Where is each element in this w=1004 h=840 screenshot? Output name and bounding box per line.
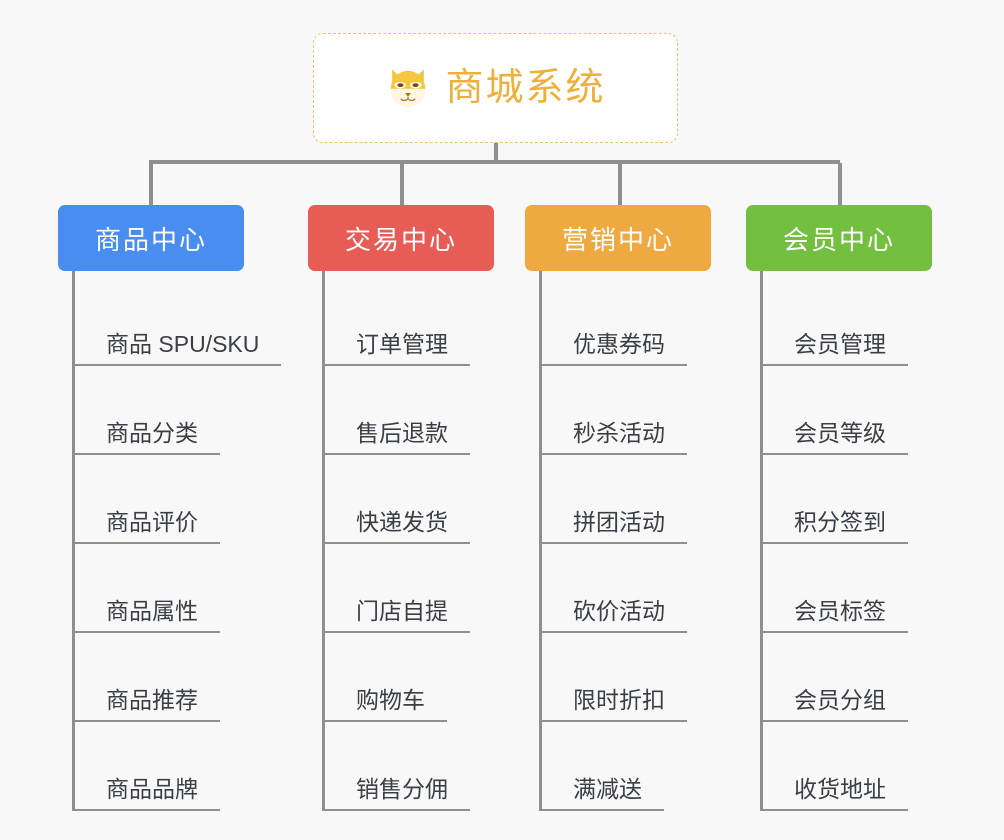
leaf-item-label: 商品品牌	[72, 775, 220, 811]
leaf-item-label: 会员管理	[760, 330, 908, 366]
branch-column-4: 会员中心会员管理会员等级积分签到会员标签会员分组收货地址	[746, 205, 932, 811]
leaf-item[interactable]: 订单管理	[322, 277, 494, 366]
leaf-item-label: 会员分组	[760, 686, 908, 722]
leaf-item[interactable]: 限时折扣	[539, 633, 711, 722]
leaf-item-label: 商品评价	[72, 508, 220, 544]
leaf-item[interactable]: 会员管理	[760, 277, 932, 366]
leaf-item-label: 销售分佣	[322, 775, 470, 811]
leaf-item[interactable]: 快递发货	[322, 455, 494, 544]
leaf-item[interactable]: 积分签到	[760, 455, 932, 544]
leaf-item-label: 会员等级	[760, 419, 908, 455]
root-title: 商城系统	[445, 67, 606, 109]
branch-column-3: 营销中心优惠券码秒杀活动拼团活动砍价活动限时折扣满减送	[525, 205, 711, 811]
branch-header[interactable]: 营销中心	[525, 205, 711, 271]
tree-spine	[72, 271, 75, 811]
leaf-item[interactable]: 会员等级	[760, 366, 932, 455]
connector-stem	[494, 143, 498, 163]
leaf-item-label: 商品推荐	[72, 686, 220, 722]
branch-column-2: 交易中心订单管理售后退款快递发货门店自提购物车销售分佣	[308, 205, 494, 811]
leaf-item[interactable]: 商品属性	[72, 544, 244, 633]
leaf-list: 会员管理会员等级积分签到会员标签会员分组收货地址	[760, 271, 932, 811]
leaf-item-label: 购物车	[322, 686, 447, 722]
branch-column-1: 商品中心商品 SPU/SKU 商品分类商品评价商品属性商品推荐商品品牌	[58, 205, 282, 811]
tree-spine	[322, 271, 325, 811]
leaf-item-label: 优惠券码	[539, 330, 687, 366]
leaf-item-label: 砍价活动	[539, 597, 687, 633]
connector-bus	[149, 160, 840, 164]
leaf-item-label: 商品属性	[72, 597, 220, 633]
branch-header[interactable]: 商品中心	[58, 205, 244, 271]
root-node[interactable]: 商城系统	[313, 33, 678, 143]
leaf-item-label: 会员标签	[760, 597, 908, 633]
leaf-item[interactable]: 商品推荐	[72, 633, 244, 722]
leaf-item[interactable]: 砍价活动	[539, 544, 711, 633]
connector-drop-1	[149, 163, 153, 205]
leaf-item-label: 拼团活动	[539, 508, 687, 544]
leaf-item-label: 积分签到	[760, 508, 908, 544]
tree-spine	[539, 271, 542, 811]
leaf-item[interactable]: 满减送	[539, 722, 711, 811]
leaf-item[interactable]: 优惠券码	[539, 277, 711, 366]
leaf-item[interactable]: 售后退款	[322, 366, 494, 455]
leaf-item[interactable]: 商品评价	[72, 455, 244, 544]
leaf-item-label: 售后退款	[322, 419, 470, 455]
leaf-item-label: 商品 SPU/SKU	[72, 330, 282, 366]
tree-spine	[760, 271, 763, 811]
connector-drop-4	[838, 163, 842, 205]
leaf-item[interactable]: 购物车	[322, 633, 494, 722]
leaf-item-label: 快递发货	[322, 508, 470, 544]
leaf-list: 优惠券码秒杀活动拼团活动砍价活动限时折扣满减送	[539, 271, 711, 811]
leaf-item[interactable]: 拼团活动	[539, 455, 711, 544]
leaf-item[interactable]: 商品 SPU/SKU	[72, 277, 282, 366]
leaf-item-label: 满减送	[539, 775, 664, 811]
leaf-item[interactable]: 门店自提	[322, 544, 494, 633]
leaf-item-label: 收货地址	[760, 775, 908, 811]
branch-header[interactable]: 交易中心	[308, 205, 494, 271]
shiba-dog-face-icon	[391, 69, 426, 107]
leaf-item[interactable]: 商品品牌	[72, 722, 244, 811]
leaf-item[interactable]: 会员分组	[760, 633, 932, 722]
leaf-list: 订单管理售后退款快递发货门店自提购物车销售分佣	[322, 271, 494, 811]
leaf-item[interactable]: 商品分类	[72, 366, 244, 455]
leaf-list: 商品 SPU/SKU 商品分类商品评价商品属性商品推荐商品品牌	[72, 271, 282, 811]
leaf-item[interactable]: 秒杀活动	[539, 366, 711, 455]
leaf-item-label: 订单管理	[322, 330, 470, 366]
leaf-item[interactable]: 销售分佣	[322, 722, 494, 811]
leaf-item-label: 秒杀活动	[539, 419, 687, 455]
connector-drop-3	[618, 163, 622, 205]
leaf-item[interactable]: 会员标签	[760, 544, 932, 633]
leaf-item-label: 商品分类	[72, 419, 220, 455]
branch-header[interactable]: 会员中心	[746, 205, 932, 271]
connector-drop-2	[400, 163, 404, 205]
leaf-item-label: 门店自提	[322, 597, 470, 633]
leaf-item-label: 限时折扣	[539, 686, 687, 722]
leaf-item[interactable]: 收货地址	[760, 722, 932, 811]
